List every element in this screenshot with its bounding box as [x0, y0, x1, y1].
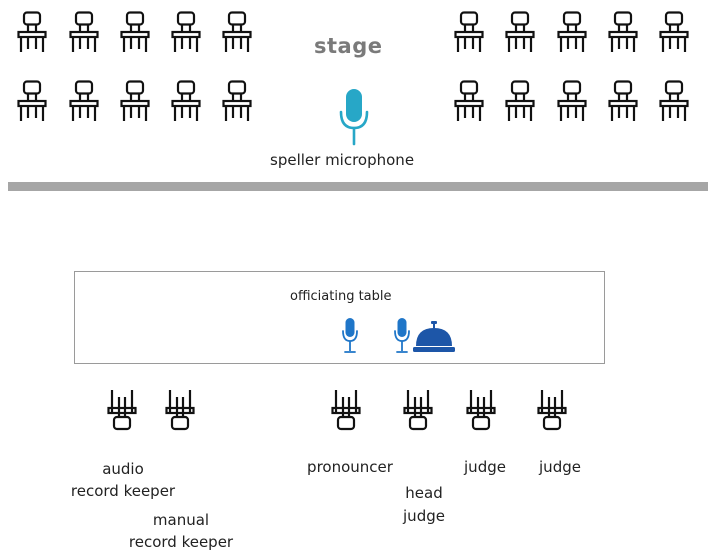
chair-icon: [608, 80, 638, 122]
chair-icon: [659, 11, 689, 53]
judge-label: judge: [464, 458, 506, 476]
chair-icon: [557, 80, 587, 122]
chair-icon: [17, 80, 47, 122]
stage-label: stage: [314, 34, 383, 58]
chair-icon: [454, 80, 484, 122]
speller-microphone-label: speller microphone: [270, 151, 415, 169]
chair-icon: [557, 11, 587, 53]
audio-record-keeper-label-line1: audio: [102, 460, 144, 478]
chair-icon: [505, 11, 535, 53]
judge-label: judge: [539, 458, 581, 476]
officiating-table-label: officiating table: [290, 289, 392, 304]
chair-icon: [171, 80, 201, 122]
manual-record-keeper-label-line2: record keeper: [128, 533, 234, 551]
chair-icon: [17, 11, 47, 53]
chair-icon: [69, 11, 99, 53]
microphone-icon: [339, 89, 369, 146]
chair-icon: [537, 389, 567, 431]
chair-icon: [222, 11, 252, 53]
chair-icon: [120, 80, 150, 122]
chair-icon: [659, 80, 689, 122]
head-judge-label-line2: judge: [403, 507, 445, 525]
chair-icon: [403, 389, 433, 431]
chair-icon: [608, 11, 638, 53]
pronouncer-label: pronouncer: [307, 458, 393, 476]
stage-edge: [8, 182, 708, 191]
chair-icon: [120, 11, 150, 53]
officiating-table: [74, 271, 605, 364]
chair-icon: [107, 389, 137, 431]
bell-icon: [413, 321, 455, 352]
manual-record-keeper-label-line1: manual: [152, 511, 210, 529]
microphone-icon: [342, 318, 358, 353]
chair-icon: [454, 11, 484, 53]
chair-icon: [466, 389, 496, 431]
head-judge-label-line1: head: [405, 484, 443, 502]
chair-icon: [331, 389, 361, 431]
microphone-icon: [394, 318, 410, 353]
audio-record-keeper-label-line2: record keeper: [70, 482, 176, 500]
chair-icon: [222, 80, 252, 122]
chair-icon: [69, 80, 99, 122]
chair-icon: [171, 11, 201, 53]
chair-icon: [165, 389, 195, 431]
chair-icon: [505, 80, 535, 122]
